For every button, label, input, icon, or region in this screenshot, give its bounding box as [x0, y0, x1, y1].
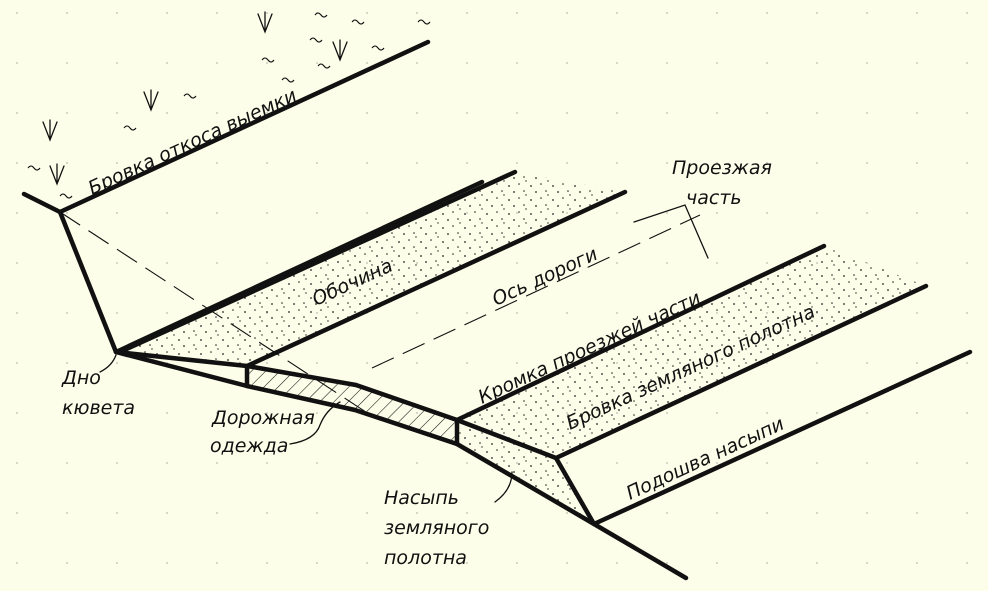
- carriageway-edge-line: [454, 243, 827, 423]
- ditch-leader: [99, 354, 117, 373]
- carriageway-label-line1: Проезжая: [672, 157, 772, 179]
- pavement-leader: [289, 401, 341, 445]
- embankment-label-line3: полотна: [384, 547, 467, 569]
- ditch-bottom-label-line1: Дно: [61, 367, 101, 389]
- right-shoulder-fill: [457, 246, 926, 458]
- carriageway-label-line2: часть: [686, 187, 742, 209]
- embankment-leader: [494, 471, 513, 503]
- carriageway-leader: [633, 204, 709, 259]
- embankment-fill: [457, 420, 594, 524]
- cut-slope-dashed-line: [59, 211, 373, 417]
- embankment-toe-line: [591, 349, 973, 527]
- ditch-bottom-label-line2: кювета: [62, 397, 135, 419]
- shoulder-fill: [120, 172, 625, 366]
- pavement-label-line1: Дорожная: [211, 407, 315, 429]
- section-surface-outline: [113, 349, 597, 527]
- road-axis-dashed-line: [371, 214, 701, 369]
- shoulder-outer-line-2: [117, 169, 518, 355]
- grass-arrow-icon: [42, 11, 348, 186]
- subgrade-edge-line: [553, 283, 929, 461]
- pavement-label-line2: одежда: [210, 435, 288, 457]
- wave-tilde-icon: [27, 12, 431, 199]
- embankment-label-line2: земляного: [384, 517, 489, 539]
- cut-slope-edge-line: [57, 39, 431, 215]
- embankment-label-line1: Насыпь: [384, 487, 459, 509]
- shoulder-inner-line: [244, 189, 628, 369]
- section-bottom-outline: [21, 191, 689, 581]
